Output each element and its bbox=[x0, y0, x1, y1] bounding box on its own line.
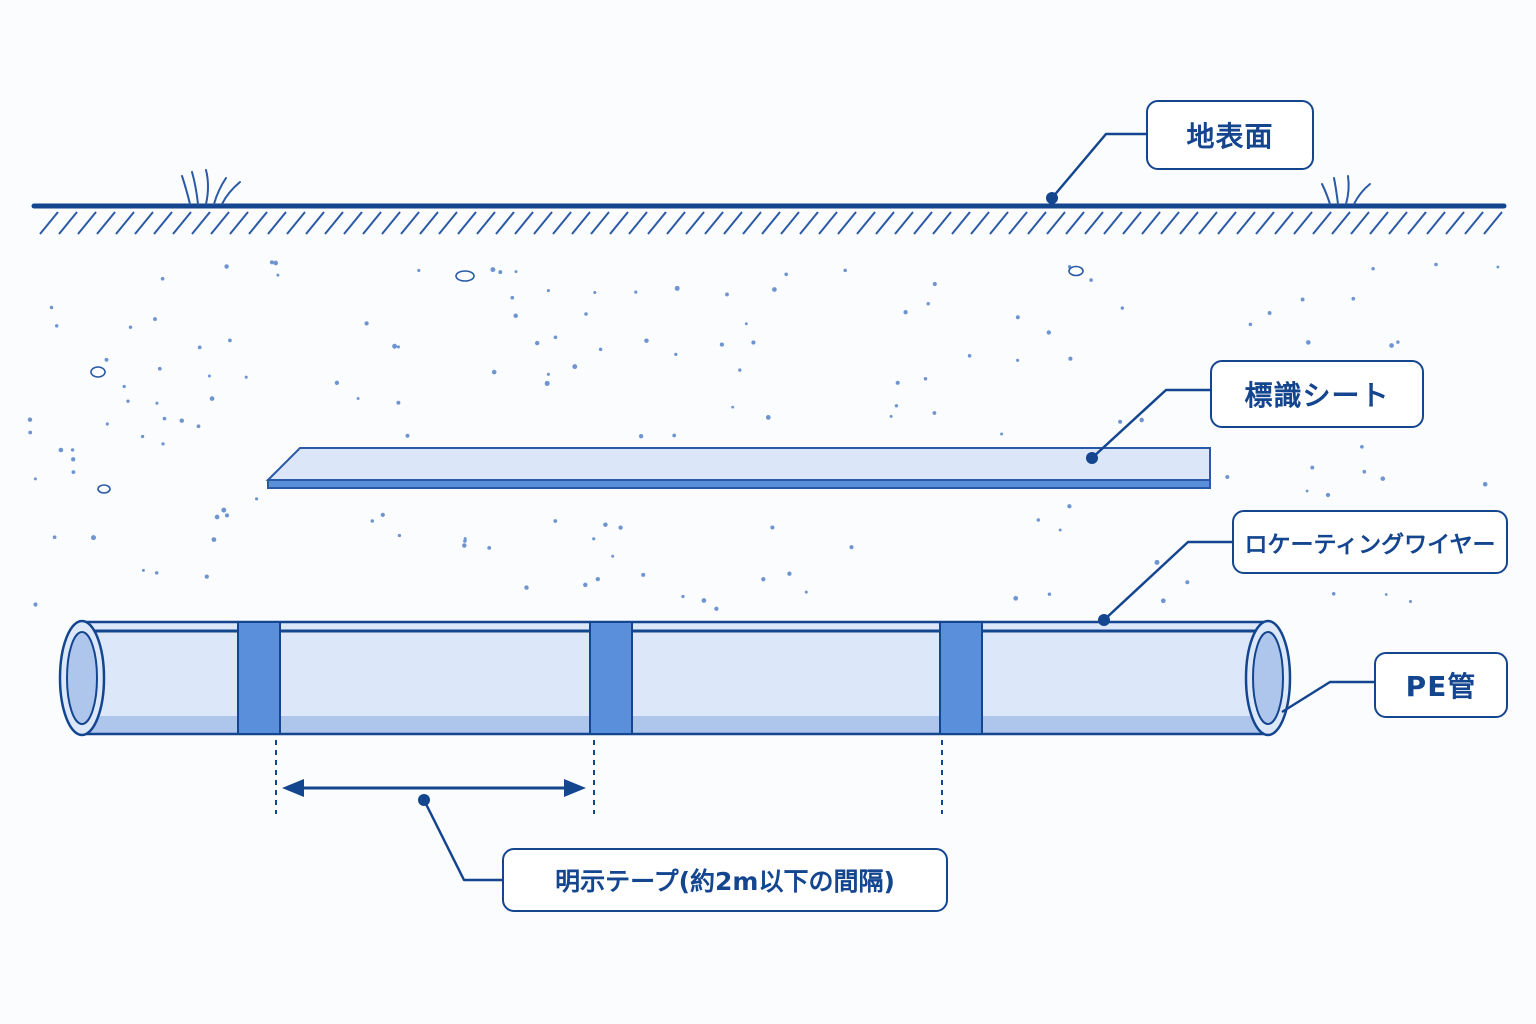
label-locating-wire: ロケーティングワイヤー bbox=[1232, 510, 1508, 574]
leader-locating-wire bbox=[1103, 540, 1232, 621]
label-ground-surface-text: 地表面 bbox=[1186, 120, 1274, 153]
tape-spacing-dimension bbox=[275, 740, 943, 814]
leader-marking-tape bbox=[422, 799, 502, 882]
marking-tape-band bbox=[589, 621, 633, 735]
leader-dot bbox=[1086, 452, 1098, 464]
grass-icon bbox=[1321, 175, 1371, 205]
label-locating-wire-text: ロケーティングワイヤー bbox=[1244, 532, 1496, 558]
label-warning-sheet: 標識シート bbox=[1210, 360, 1424, 428]
marking-tape-band bbox=[939, 621, 983, 735]
label-marking-tape-text: 明示テープ(約2m以下の間隔) bbox=[555, 867, 895, 896]
label-marking-tape: 明示テープ(約2m以下の間隔) bbox=[502, 848, 948, 912]
marking-tape-band bbox=[237, 621, 281, 735]
leader-ground-surface bbox=[1051, 132, 1146, 199]
grass-icon bbox=[181, 169, 241, 205]
pebbles bbox=[90, 265, 1084, 494]
label-pe-pipe: PE管 bbox=[1374, 652, 1508, 718]
leader-pe-pipe bbox=[1281, 680, 1374, 714]
leader-dot bbox=[1098, 614, 1110, 626]
leader-warning-sheet bbox=[1091, 388, 1212, 459]
warning-sheet bbox=[265, 447, 1211, 489]
pe-pipe bbox=[58, 619, 1292, 737]
leader-dot bbox=[418, 794, 430, 806]
soil-texture bbox=[27, 260, 1500, 611]
ground-hatching bbox=[39, 211, 1503, 235]
leader-dot bbox=[1046, 192, 1058, 204]
label-ground-surface: 地表面 bbox=[1146, 100, 1314, 170]
arrow-left-icon bbox=[282, 779, 304, 797]
arrow-right-icon bbox=[564, 779, 586, 797]
label-warning-sheet-text: 標識シート bbox=[1244, 379, 1390, 412]
label-pe-pipe-text: PE管 bbox=[1405, 670, 1477, 703]
